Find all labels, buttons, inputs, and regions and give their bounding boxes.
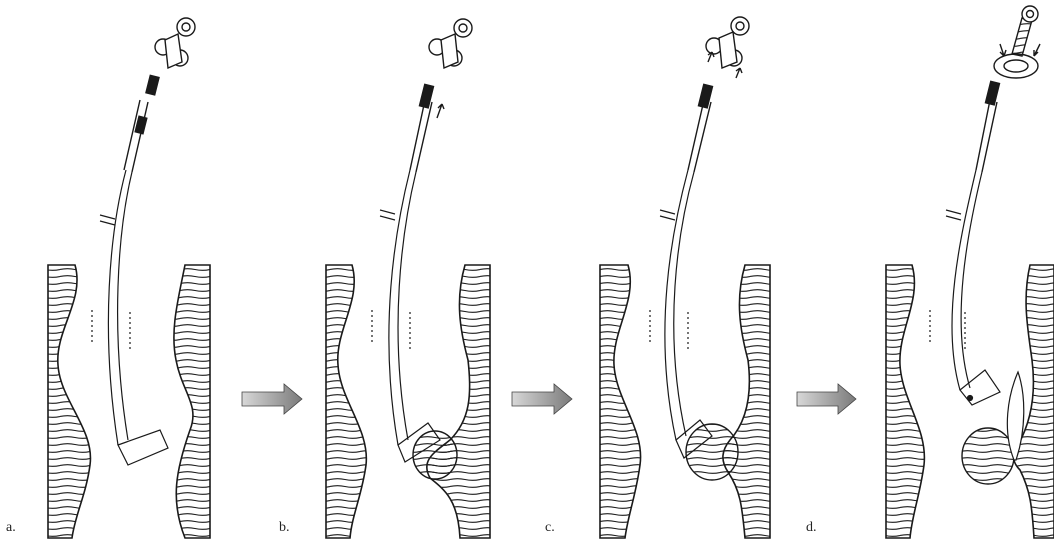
step-arrow-1 [242,384,302,414]
step-arrow-2 [512,384,572,414]
panel-d [886,6,1054,538]
vessel-wall-right [174,265,210,538]
catheter-hub [976,6,1040,172]
balloon [686,424,738,480]
vessel-wall-left [48,265,90,538]
panel-label-c: c. [545,520,555,536]
panel-label-a: a. [6,520,16,536]
catheter-hub [688,17,749,172]
catheter [92,170,168,465]
vessel-wall-right [723,265,770,538]
catheter-hub [124,18,195,172]
panel-label-b: b. [279,520,290,536]
step-arrow-3 [797,384,856,414]
panel-b [326,19,490,538]
panel-c [600,17,770,538]
withdrawn-catheter [930,170,1000,405]
panel-label-d: d. [806,520,817,536]
balloon [413,431,457,479]
vessel-wall-left [886,265,924,538]
detached-balloon [962,428,1014,484]
panel-a [48,18,210,538]
vessel-wall-left [326,265,366,538]
catheter-hub [410,19,472,172]
vessel-wall-right [427,265,490,538]
vessel-wall-left [600,265,641,538]
catheter [372,170,440,462]
catheter [650,170,712,458]
